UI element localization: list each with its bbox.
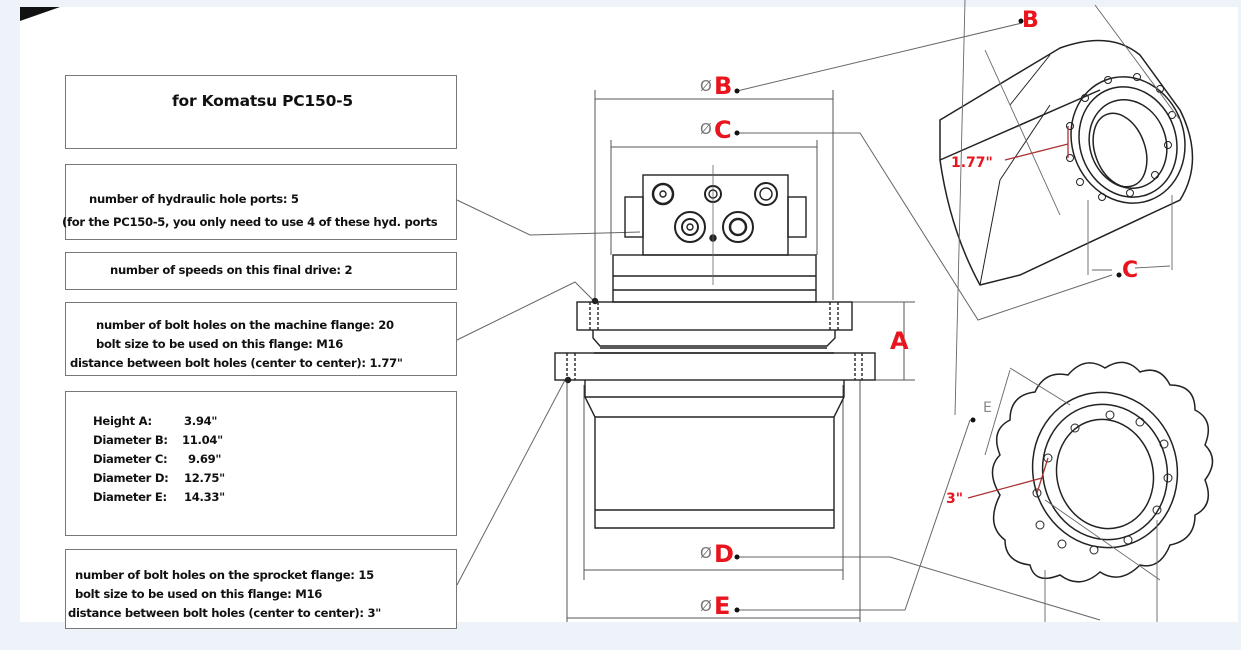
diameter-symbol-B: Ø [700,77,712,95]
dimension-label: Diameter E: [93,490,167,504]
iso-sprocket [991,361,1214,583]
sprocket-spacing-label: 3" [946,491,964,507]
leader-sprocket-flange [456,379,566,586]
dimension-label: Diameter D: [93,471,169,485]
speeds-text: number of speeds on this final drive: 2 [110,263,353,277]
machine-flange-bolt-count: number of bolt holes on the machine flan… [96,318,394,332]
sprocket-flange-bolt-count: number of bolt holes on the sprocket fla… [75,568,374,582]
dimension-E [566,380,861,622]
dimension-label: Diameter B: [93,433,168,447]
leader-lines [456,22,1113,621]
dimensions-box: Height A: 3.94" Diameter B: 11.04" Diame… [65,391,457,536]
label-A: A [890,327,909,355]
hydraulic-ports-count: number of hydraulic hole ports: 5 [89,192,299,206]
label-B: B [714,72,733,100]
leader-C [737,132,1113,321]
label-E: E [714,592,731,620]
iso-label-C: C [1122,258,1139,283]
machine-flange-bolt-size: bolt size to be used on this flange: M16 [96,337,343,351]
hydraulic-ports-box: number of hydraulic hole ports: 5 (for t… [62,164,457,240]
sprocket-flange-bolt-distance: distance between bolt holes (center to c… [68,606,381,620]
dimension-value: 14.33" [184,490,225,504]
leader-D [737,556,1101,621]
label-D: D [714,540,734,568]
dimension-value: 12.75" [184,471,225,485]
leader-B [736,22,1023,92]
leader-hydraulic [456,199,641,236]
label-C: C [714,116,732,144]
dimension-value: 11.04" [182,433,223,447]
diameter-symbol-C: Ø [700,120,712,138]
dimension-D [583,385,844,580]
motor-body [554,254,876,529]
dimension-label: Height A: [93,414,152,428]
diameter-symbol-D: Ø [700,544,712,562]
dimension-value: 9.69" [188,452,222,466]
iso-label-E: E [983,400,992,416]
dimension-value: 3.94" [184,414,218,428]
hydraulic-ports-note: (for the PC150-5, you only need to use 4… [62,215,438,229]
title-box: for Komatsu PC150-5 [65,75,457,149]
iso-machine-flange [939,39,1194,286]
leader-E [737,419,971,611]
dimension-label: Diameter C: [93,452,168,466]
leader-machine-flange [456,281,596,341]
sprocket-flange-bolt-size: bolt size to be used on this flange: M16 [75,587,322,601]
speeds-box: number of speeds on this final drive: 2 [65,252,457,290]
title-text: for Komatsu PC150-5 [172,92,354,110]
dimension-B [594,90,834,300]
sprocket-flange-box: number of bolt holes on the sprocket fla… [65,549,457,629]
corner-marker [20,7,60,21]
machine-flange-box: number of bolt holes on the machine flan… [65,302,457,376]
machine-flange-bolt-distance: distance between bolt holes (center to c… [70,356,403,370]
diameter-symbol-E: Ø [700,597,712,615]
iso-label-B: B [1022,8,1039,33]
dimension-C [610,140,818,255]
hydraulic-block [624,174,807,256]
machine-flange-spacing-label: 1.77" [951,155,993,171]
